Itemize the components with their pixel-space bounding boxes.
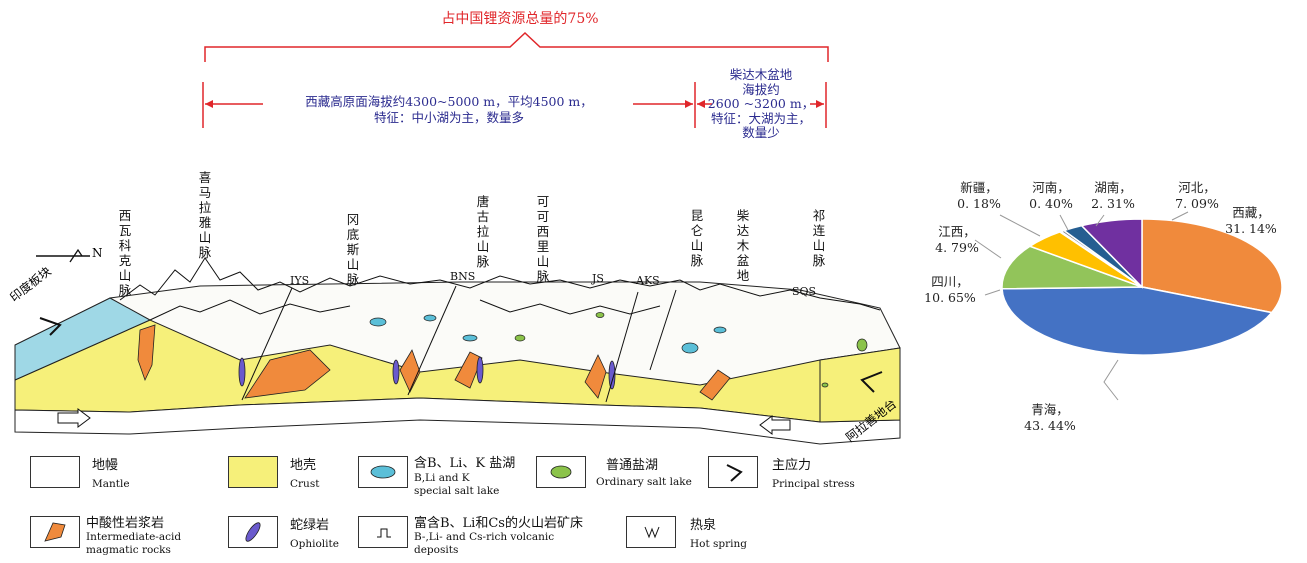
suture-iys: IYS	[290, 274, 310, 287]
pie-label-sichuan: 四川，10. 65%	[924, 274, 976, 305]
pie-slice-sichuan	[1001, 245, 1143, 290]
legend-hotspring-swatch	[626, 516, 676, 548]
suture-aks: AKS	[636, 274, 660, 287]
mountain-label-5: 可可西里山脉	[536, 194, 550, 284]
pie-leader-line	[1059, 214, 1069, 231]
qaidam-description: 柴达木盆地 海拔约 2600 ~3200 m， 特征：大湖为主， 数量少	[700, 67, 822, 141]
legend-magmatic-cn: 中酸性岩浆岩	[86, 516, 165, 531]
qaidam-line-3: 2600 ~3200 m，	[707, 96, 815, 111]
mountain-ridges	[119, 257, 881, 321]
block-right-face	[819, 347, 901, 423]
mantle-layer	[14, 397, 901, 445]
legend-mantle-swatch	[30, 456, 80, 488]
qaidam-line-1: 柴达木盆地	[729, 67, 793, 82]
indian-plate-ocean	[14, 297, 152, 381]
suture-sqs: SQS	[792, 285, 817, 298]
mountain-label-1: 西瓦科克山脉	[118, 208, 132, 298]
qaidam-line-4: 特征：大湖为主，	[710, 110, 811, 126]
pie-label-hebei: 河北，7. 09%	[1175, 180, 1219, 211]
pie-leader-line	[1103, 359, 1119, 401]
mountain-label-4: 唐古拉山脉	[476, 194, 490, 269]
legend-ordinary-lake-cn: 普通盐湖	[606, 458, 659, 473]
qaidam-line-2: 海拔约	[742, 81, 780, 97]
pie-leader-line	[974, 239, 1002, 259]
legend-crust-cn: 地壳	[290, 458, 317, 473]
pie-label-xinjiang: 新疆，0. 18%	[957, 180, 1001, 211]
mountain-label-8: 祁连山脉	[812, 208, 826, 268]
stress-arrow-right-icon	[860, 371, 883, 393]
total-title: 占中国锂资源总量的75%	[441, 11, 599, 27]
pie-leader-line	[1171, 211, 1189, 221]
legend-volcanic-cn: 富含B、Li和Cs的火山岩矿床	[414, 516, 583, 531]
legend-special-lake-cn: 含B、Li、K 盐湖	[414, 456, 516, 471]
legend-volcanic-en1: B-,Li- and Cs-rich volcanic	[414, 531, 555, 543]
legend-ophiolite-cn: 蛇绿岩	[290, 518, 330, 533]
north-arrow-icon	[36, 248, 90, 263]
qaidam-line-5: 数量少	[742, 125, 780, 140]
legend-stress-cn: 主应力	[772, 458, 812, 473]
pie-leader-line	[999, 214, 1041, 237]
pie-slice-xizang	[1141, 218, 1283, 314]
ophiolites	[238, 356, 616, 390]
stress-arrow-left-icon	[39, 317, 62, 336]
north-label: N	[92, 246, 103, 260]
suture-js: JS	[592, 272, 604, 285]
pie-leader-line	[1095, 214, 1105, 227]
legend-stress-swatch	[708, 456, 758, 488]
legend-special-lake-en2: special salt lake	[414, 485, 500, 497]
tibet-line-2: 特征：中小湖为主，数量多	[373, 110, 524, 125]
magmatic-rocks	[137, 324, 731, 401]
legend-stress-en: Principal stress	[772, 478, 855, 490]
total-bracket	[204, 31, 829, 62]
legend-ordinary-lake-en: Ordinary salt lake	[596, 476, 692, 488]
legend-magmatic-en1: Intermediate-acid	[86, 531, 182, 543]
legend-volcanic-en2: deposits	[414, 544, 459, 556]
legend-ordinary-lake-swatch	[536, 456, 586, 488]
legend-crust-swatch	[228, 456, 278, 488]
pie-label-xizang: 西藏，31. 14%	[1225, 205, 1277, 236]
legend-special-lake-swatch	[358, 456, 408, 488]
legend-mantle-en: Mantle	[92, 478, 130, 490]
legend-hotspring-en: Hot spring	[690, 538, 748, 550]
mountain-label-2: 喜马拉雅山脉	[198, 170, 212, 260]
ordinary-salt-lakes	[514, 312, 868, 388]
pie-label-henan: 河南，0. 40%	[1029, 180, 1073, 211]
pie-slice-hebei	[1080, 218, 1143, 289]
legend-ophiolite-en: Ophiolite	[290, 538, 339, 550]
pie-slice-qinghai	[1001, 286, 1274, 356]
hot-spring-icon	[644, 526, 660, 539]
mountain-label-6: 昆仑山脉	[690, 208, 704, 268]
tibet-line-1: 西藏高原面海拔约4300~5000 m，平均4500 m，	[305, 94, 593, 109]
legend-crust-en: Crust	[290, 478, 320, 490]
pie-label-hunan: 湖南，2. 31%	[1091, 180, 1135, 211]
legend-mantle-cn: 地幔	[92, 458, 119, 473]
principal-stress-icon	[726, 464, 743, 482]
suture-bns: BNS	[450, 270, 476, 283]
special-salt-lakes	[369, 314, 727, 354]
mountain-label-3: 冈底斯山脉	[346, 212, 360, 287]
legend-volcanic-swatch	[358, 516, 408, 548]
pie-label-qinghai: 青海，43. 44%	[1024, 402, 1076, 433]
legend-ophiolite-swatch	[228, 516, 278, 548]
legend-hotspring-cn: 热泉	[690, 518, 717, 533]
pie-label-jiangxi: 江西，4. 79%	[935, 224, 979, 255]
legend-magmatic-en2: magmatic rocks	[86, 544, 171, 556]
volcanic-deposit-icon	[377, 528, 391, 538]
legend-special-lake-en1: B,Li and K	[414, 472, 470, 484]
tibet-description: 西藏高原面海拔约4300~5000 m，平均4500 m， 特征：中小湖为主，数…	[265, 94, 633, 126]
mountain-label-7: 柴达木盆地	[736, 208, 750, 283]
legend-magmatic-swatch	[30, 516, 80, 548]
pie-leader-line	[984, 289, 1001, 296]
mantle-flow-right-icon	[759, 415, 791, 435]
mantle-flow-left-icon	[57, 408, 91, 428]
fault-lines	[241, 285, 677, 403]
